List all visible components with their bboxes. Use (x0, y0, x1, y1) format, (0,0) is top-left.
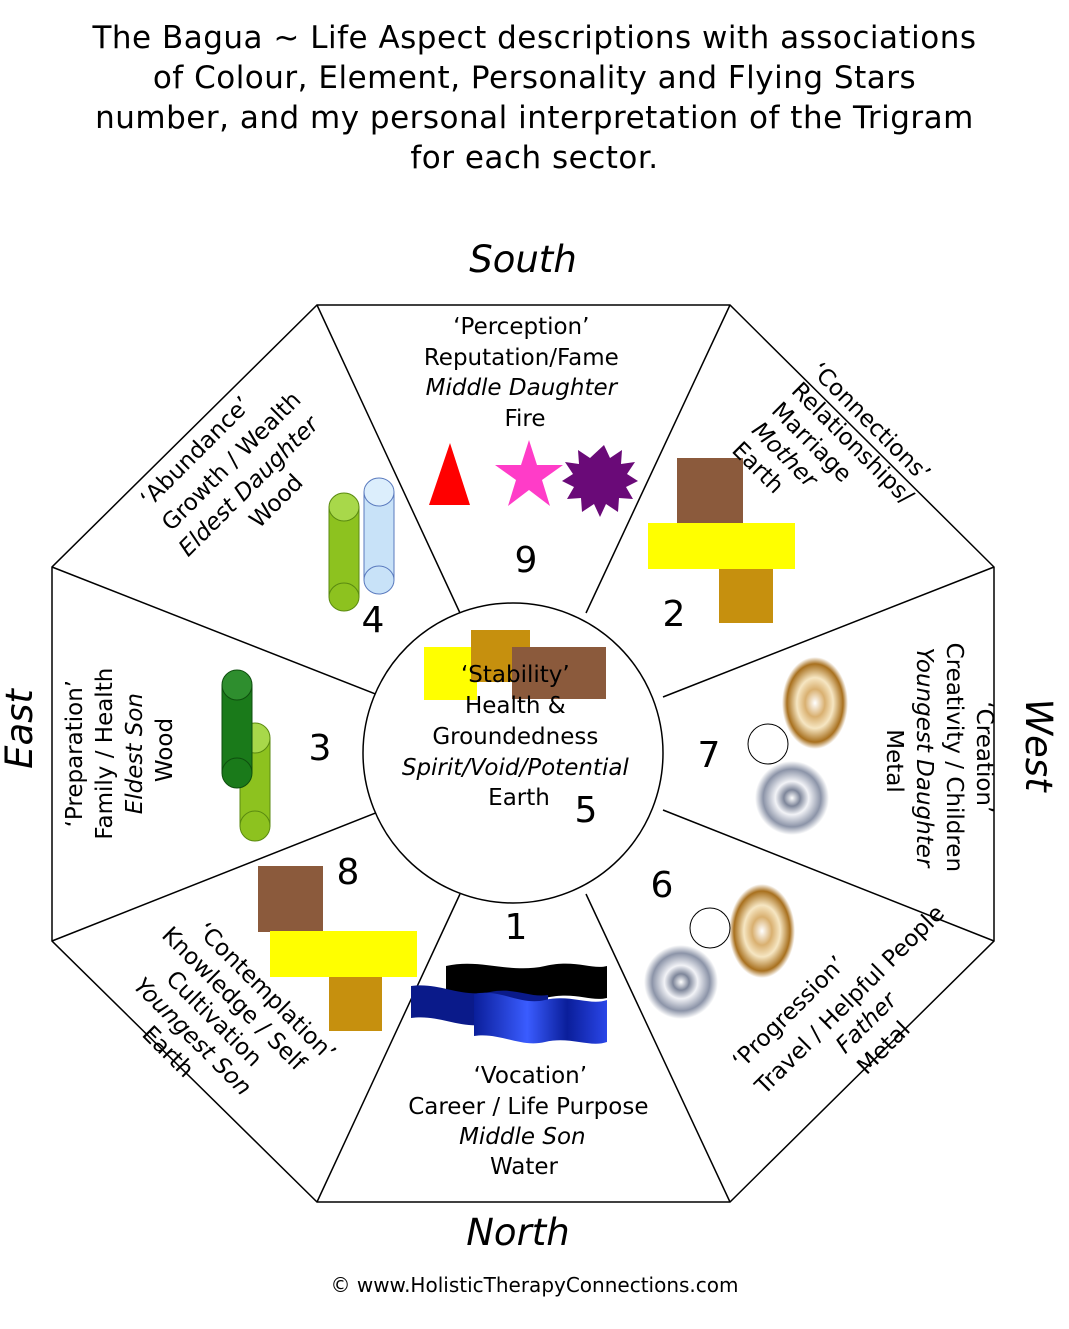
sector-personality: Spirit/Void/Potential (402, 755, 630, 781)
sector-number: 9 (515, 540, 538, 581)
sector-center: ‘Stability’ Health & Groundedness Spirit… (402, 630, 636, 831)
sector-life-area: Health & (465, 693, 566, 719)
sector-number: 1 (505, 907, 528, 948)
copyright-footer: © www.HolisticTherapyConnections.com (330, 1273, 739, 1297)
sector-number: 7 (698, 735, 721, 776)
title-line: for each sector. (410, 140, 659, 176)
sector-north: ‘Vocation’ Career / Life Purpose Middle … (408, 907, 656, 1180)
gold-coin-icon (782, 657, 848, 749)
wood-cylinders-icon (221, 669, 271, 842)
sector-aspect: ‘Perception’ (453, 314, 589, 340)
direction-north: North (466, 1211, 569, 1254)
sector-number: 5 (575, 790, 598, 831)
red-triangle-icon (429, 443, 470, 505)
svg-text:‘Stability’ Health &: ‘Stability’ Health & Groundedness Spirit… (402, 662, 636, 811)
title-line: of Colour, Element, Personality and Flyi… (152, 60, 917, 96)
sector-life-area: Reputation/Fame (424, 345, 619, 371)
sector-aspect: ‘Vocation’ (474, 1063, 587, 1089)
sector-east: ‘Preparation’ Family / Health Eldest Son… (62, 660, 332, 842)
blue-cylinder-icon (363, 477, 395, 595)
metal-coins-icon (644, 884, 795, 1019)
sector-number: 4 (362, 600, 385, 641)
sector-number: 8 (337, 852, 360, 893)
sector-life-area: Family / Health (92, 668, 118, 840)
sector-west: ‘Creation’ Creativity / Children Younges… (698, 643, 997, 880)
earth-blocks-icon (648, 458, 795, 623)
sector-number: 6 (651, 865, 674, 906)
sector-life-area: Creativity / Children (941, 643, 967, 872)
direction-south: South (469, 238, 577, 281)
sector-personality: Eldest Son (122, 693, 148, 814)
earth-blocks-icon (258, 866, 417, 1031)
sector-element: Fire (504, 406, 545, 432)
earth-blocks-icon (424, 630, 606, 700)
sector-south: ‘Perception’ Reputation/Fame Middle Daug… (424, 314, 638, 581)
sector-element: Metal (881, 729, 907, 793)
page-title: The Bagua ~ Life Aspect descriptions wit… (30, 18, 1039, 178)
sector-life-area: Career / Life Purpose (408, 1094, 648, 1120)
wave-flags-icon (411, 963, 607, 1044)
sector-personality: Youngest Daughter (911, 647, 937, 869)
svg-text:‘Preparation’ Family / H: ‘Preparation’ Family / Health Eldest Son… (62, 660, 178, 839)
sector-aspect: ‘Creation’ (971, 701, 997, 813)
metal-coins-icon (747, 657, 848, 835)
sector-element: Earth (488, 785, 550, 811)
wood-cylinders-icon (328, 477, 395, 612)
sector-personality: Middle Daughter (426, 375, 619, 401)
green-cylinder-icon (221, 669, 253, 789)
silver-coin-icon (644, 945, 718, 1019)
gold-coin-icon (729, 884, 795, 978)
white-circle-icon (747, 723, 789, 765)
sector-number: 3 (309, 728, 332, 769)
sector-element: Wood (152, 718, 178, 782)
sector-element: Water (490, 1154, 559, 1180)
svg-text:‘Creation’ Creativity /: ‘Creation’ Creativity / Children Younges… (881, 643, 997, 880)
direction-west: West (1017, 698, 1060, 793)
svg-text:‘Vocation’ Career / Life: ‘Vocation’ Career / Life Purpose Middle … (408, 1063, 656, 1180)
sector-aspect: ‘Stability’ (461, 662, 570, 688)
direction-east: East (0, 688, 41, 769)
white-circle-icon (689, 907, 731, 949)
svg-text:‘Perception’ Reputation/: ‘Perception’ Reputation/Fame Middle Daug… (424, 314, 626, 432)
green-cylinder-icon (328, 492, 360, 612)
sector-personality: Middle Son (459, 1124, 586, 1150)
sector-aspect: ‘Preparation’ (62, 680, 88, 828)
title-line: The Bagua ~ Life Aspect descriptions wit… (92, 20, 977, 56)
sector-life-area-cont: Groundedness (432, 724, 598, 750)
title-line: number, and my personal interpretation o… (95, 100, 974, 136)
sector-dividers (51, 304, 995, 1203)
sector-number: 2 (663, 594, 686, 635)
silver-coin-icon (755, 761, 829, 835)
magenta-star-icon (495, 440, 563, 506)
purple-starburst-icon (562, 445, 638, 517)
